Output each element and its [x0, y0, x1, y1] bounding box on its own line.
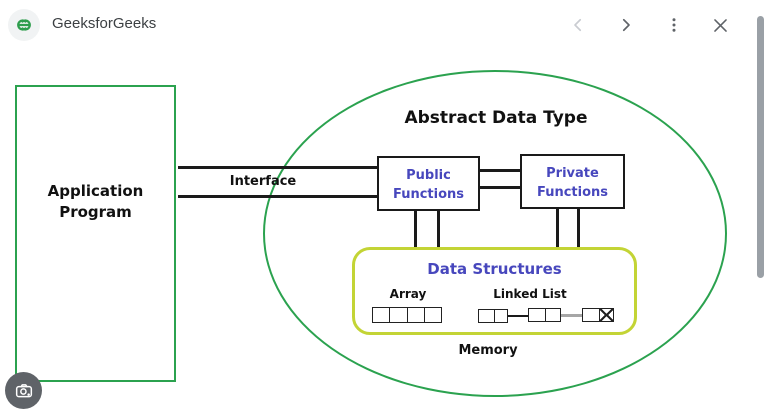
linked-list-label: Linked List [493, 287, 567, 301]
node-data-cell [529, 309, 547, 321]
linked-list-node [582, 308, 614, 322]
geeksforgeeks-logo-glyph [17, 19, 31, 31]
array-cell [408, 308, 425, 322]
private-ds-connector-left [556, 209, 559, 247]
application-program-label: Application Program [15, 181, 176, 223]
array-cell [390, 308, 408, 322]
public-functions-box: Public Functions [377, 156, 480, 211]
application-program-box [15, 85, 176, 382]
interface-line-bottom [178, 195, 379, 198]
header-bar: GeeksforGeeks [0, 0, 765, 50]
kebab-menu-icon [672, 18, 676, 32]
node-pointer-cell [495, 310, 507, 322]
application-program-line2: Program [59, 203, 132, 221]
interface-line-top [178, 166, 379, 169]
array-cell [373, 308, 391, 322]
linked-list-pointer-line [559, 314, 584, 317]
geeksforgeeks-logo-icon [8, 9, 40, 41]
public-functions-line1: Public [406, 168, 451, 183]
memory-label: Memory [458, 343, 518, 358]
abstract-data-type-title: Abstract Data Type [404, 108, 588, 128]
search-image-camera-button[interactable] [5, 372, 42, 409]
private-functions-box: Private Functions [520, 154, 625, 209]
previous-result-button[interactable] [566, 13, 590, 37]
page-title: GeeksforGeeks [52, 15, 157, 32]
interface-label: Interface [229, 174, 297, 189]
array-label: Array [389, 287, 427, 301]
close-panel-button[interactable] [708, 13, 732, 37]
more-options-button[interactable] [662, 13, 686, 37]
public-private-connector-bottom [480, 186, 522, 189]
chevron-right-icon [622, 18, 630, 32]
public-ds-connector-right [437, 211, 440, 247]
camera-lens-icon [15, 383, 32, 397]
linked-list-node [528, 308, 561, 322]
private-ds-connector-right [577, 209, 580, 247]
node-pointer-cell [546, 309, 560, 321]
array-cell [425, 308, 441, 322]
vertical-scrollbar-thumb[interactable] [757, 16, 764, 278]
next-result-button[interactable] [614, 13, 638, 37]
private-functions-line2: Functions [536, 185, 609, 200]
public-ds-connector-left [414, 211, 417, 247]
close-icon [713, 18, 727, 32]
application-program-line1: Application [47, 182, 144, 200]
public-functions-line2: Functions [392, 187, 465, 202]
linked-list-pointer-line [507, 315, 530, 317]
array-diagram [372, 307, 442, 323]
chevron-left-icon [574, 18, 582, 32]
private-functions-line1: Private [546, 166, 599, 181]
data-structures-title: Data Structures [427, 260, 562, 278]
linked-list-node [478, 309, 508, 323]
node-data-cell [479, 310, 495, 322]
abstract-data-type-ellipse [263, 70, 727, 397]
public-private-connector-top [480, 169, 522, 172]
node-data-cell [583, 309, 600, 321]
null-pointer-x-icon [599, 309, 613, 321]
